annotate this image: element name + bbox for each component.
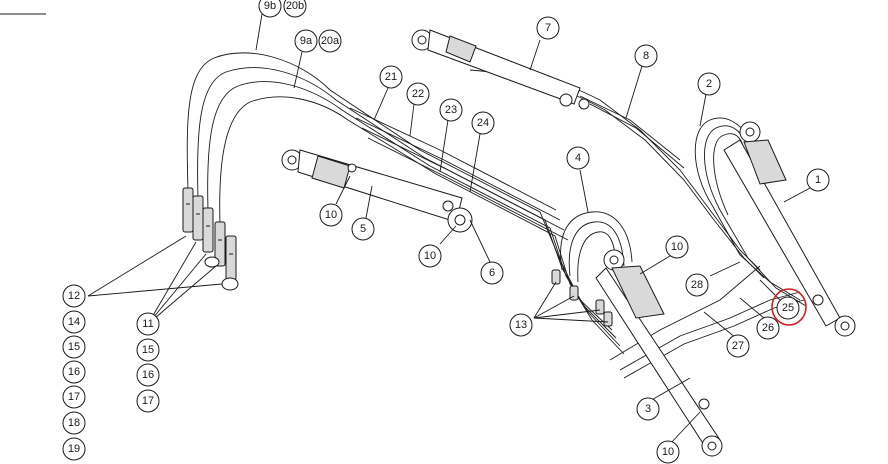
callout-12: 12 xyxy=(62,284,86,308)
svg-text:4: 4 xyxy=(575,152,581,164)
svg-text:9b: 9b xyxy=(264,0,276,12)
svg-text:10: 10 xyxy=(325,209,337,221)
svg-text:15: 15 xyxy=(68,341,80,353)
callout-18: 18 xyxy=(62,411,86,435)
callout-10-right: 10 xyxy=(665,235,689,259)
callout-20b: 20b xyxy=(283,0,307,18)
svg-text:28: 28 xyxy=(691,279,703,291)
callout-24: 24 xyxy=(471,111,495,135)
svg-text:9a: 9a xyxy=(300,35,313,47)
callout-16-left: 16 xyxy=(62,360,86,384)
callout-26: 26 xyxy=(756,316,780,340)
callout-10-middle: 10 xyxy=(418,244,442,268)
callout-15-left: 15 xyxy=(62,335,86,359)
callout-23: 23 xyxy=(439,98,463,122)
callout-15-right: 15 xyxy=(136,338,160,362)
svg-text:5: 5 xyxy=(360,223,366,235)
left-fittings xyxy=(182,187,239,291)
svg-text:3: 3 xyxy=(645,403,651,415)
svg-text:24: 24 xyxy=(477,117,489,129)
svg-text:23: 23 xyxy=(445,104,457,116)
svg-text:27: 27 xyxy=(732,340,744,352)
callout-10-left: 10 xyxy=(319,203,343,227)
svg-text:25: 25 xyxy=(782,302,794,314)
callout-14: 14 xyxy=(62,310,86,334)
svg-text:13: 13 xyxy=(515,319,527,331)
svg-text:18: 18 xyxy=(68,417,80,429)
svg-text:20b: 20b xyxy=(286,0,304,12)
callout-13: 13 xyxy=(509,313,533,337)
callout-2: 2 xyxy=(697,72,721,96)
cylinder-middle xyxy=(281,149,473,233)
svg-text:20a: 20a xyxy=(321,35,340,47)
svg-text:10: 10 xyxy=(424,250,436,262)
svg-text:26: 26 xyxy=(762,322,774,334)
svg-text:16: 16 xyxy=(68,366,80,378)
callout-25-highlight xyxy=(771,288,807,326)
svg-text:17: 17 xyxy=(142,395,154,407)
svg-text:12: 12 xyxy=(68,290,80,302)
callout-16-right: 16 xyxy=(136,363,160,387)
callout-20a: 20a xyxy=(318,29,342,53)
svg-text:10: 10 xyxy=(662,446,674,458)
svg-text:15: 15 xyxy=(142,344,154,356)
callout-1: 1 xyxy=(806,168,830,192)
callout-3: 3 xyxy=(636,397,660,421)
svg-text:14: 14 xyxy=(68,316,80,328)
callout-11: 11 xyxy=(136,312,160,336)
callout-25: 25 xyxy=(771,288,807,326)
cylinder-right xyxy=(723,121,856,337)
svg-text:21: 21 xyxy=(385,71,397,83)
hose-bundle-main xyxy=(186,52,625,355)
callout-8: 8 xyxy=(634,44,658,68)
svg-text:2: 2 xyxy=(706,78,712,90)
svg-text:16: 16 xyxy=(142,369,154,381)
svg-text:1: 1 xyxy=(815,174,821,186)
svg-text:22: 22 xyxy=(412,88,424,100)
hose-bundle-upper-right xyxy=(459,61,765,279)
callout-17-right: 17 xyxy=(136,389,160,413)
svg-text:7: 7 xyxy=(545,22,551,34)
svg-text:6: 6 xyxy=(489,267,495,279)
callout-9a: 9a xyxy=(294,29,318,53)
callout-17-left: 17 xyxy=(62,385,86,409)
callout-7: 7 xyxy=(536,16,560,40)
svg-text:19: 19 xyxy=(68,443,80,455)
svg-text:10: 10 xyxy=(671,241,683,253)
callout-28: 28 xyxy=(685,273,709,297)
callout-5: 5 xyxy=(351,217,375,241)
svg-text:11: 11 xyxy=(142,318,153,330)
cylinder-top xyxy=(411,29,590,110)
callout-9b: 9b xyxy=(258,0,282,18)
leader-lines xyxy=(87,13,811,445)
callout-19: 19 xyxy=(62,437,86,461)
callout-4: 4 xyxy=(566,146,590,170)
callout-22: 22 xyxy=(406,82,430,106)
callout-27: 27 xyxy=(726,334,750,358)
svg-text:17: 17 xyxy=(68,391,80,403)
callout-6: 6 xyxy=(480,261,504,285)
callout-21: 21 xyxy=(379,65,403,89)
svg-text:8: 8 xyxy=(643,50,649,62)
callout-10-bottom: 10 xyxy=(656,440,680,464)
